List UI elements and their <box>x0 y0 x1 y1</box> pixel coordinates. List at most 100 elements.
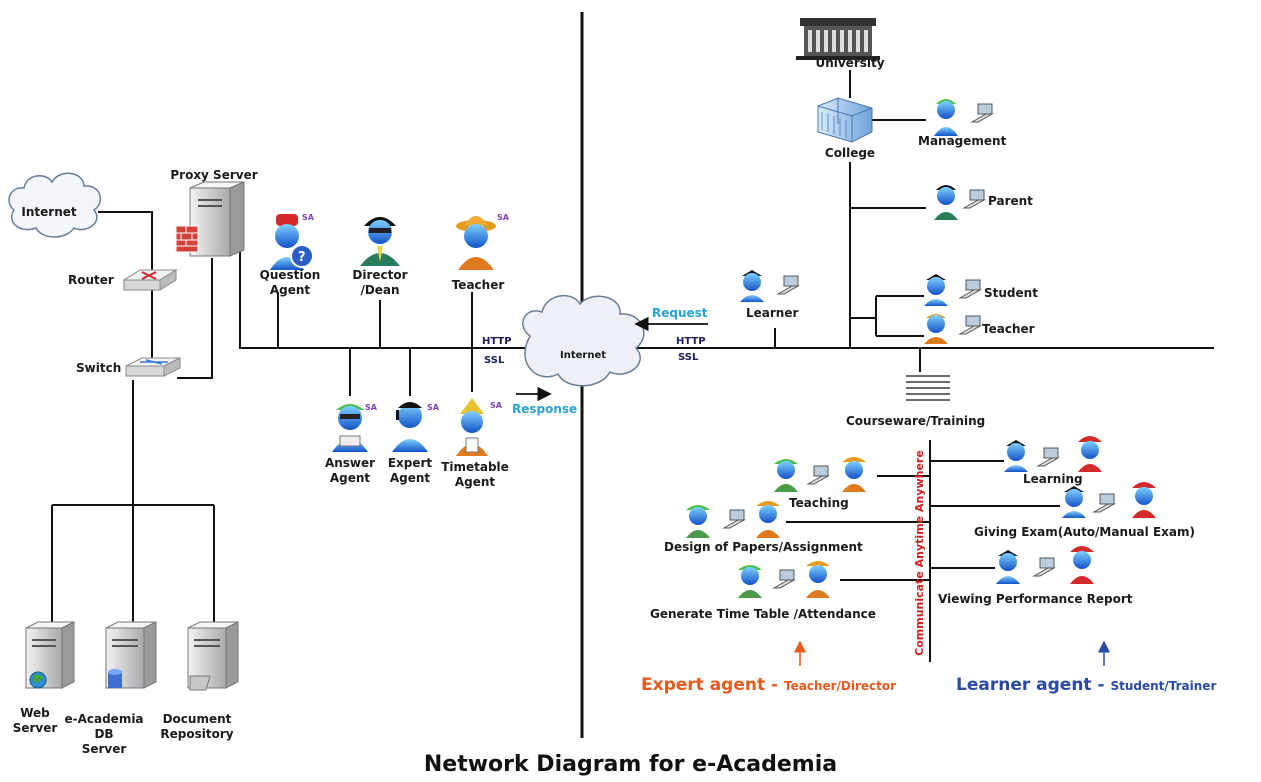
db-server-line2: DB <box>94 727 114 741</box>
db-server-line3: Server <box>81 742 127 756</box>
ssl-left-label: SSL <box>484 355 505 366</box>
diagram-title: Network Diagram for e-Academia <box>423 752 838 777</box>
timetable-agent-label: Timetable Agent <box>436 460 514 490</box>
teacher-person-icon <box>924 314 948 344</box>
learner-person-icon <box>740 270 764 302</box>
university-building-icon <box>796 18 880 60</box>
proxy-server-icon <box>175 181 245 257</box>
timetable-agent-icon <box>456 398 488 456</box>
learner-agent-legend: Learner agent - Student/Trainer <box>956 675 1217 695</box>
web-server-line2: Server <box>12 721 58 735</box>
doc-repo-line1: Document <box>162 712 232 726</box>
director-line2: /Dean <box>360 283 400 297</box>
doc-repo-line2: Repository <box>160 727 234 741</box>
communicate-vertical-label: Communicate Anytime Anywhere <box>913 450 926 656</box>
courseware-label: Courseware/Training <box>846 414 986 428</box>
internet-cloud-left-icon <box>8 172 102 238</box>
web-server-label: Web Server <box>0 706 70 736</box>
question-agent-line1: Question <box>259 268 321 282</box>
learning-group-icon <box>1004 436 1102 472</box>
student-laptop-icon <box>958 279 982 299</box>
management-label: Management <box>918 134 1007 148</box>
parent-laptop-icon <box>962 189 986 209</box>
right-wiring <box>774 70 1060 662</box>
teacher-agent-icon <box>456 216 496 270</box>
teacher-right-label: Teacher <box>982 322 1035 336</box>
management-laptop-icon <box>970 103 994 123</box>
teaching-label: Teaching <box>789 496 849 510</box>
internet-left-label: Internet <box>21 205 77 219</box>
learner-agent-title: Learner agent - <box>956 675 1111 695</box>
proxy-server-label: Proxy Server <box>170 168 258 182</box>
question-agent-icon: ? <box>270 214 314 270</box>
http-right-label: HTTP <box>676 336 706 347</box>
timetable-agent-line1: Timetable <box>441 460 509 474</box>
learner-laptop-icon <box>776 275 800 295</box>
internet-cloud-center-icon <box>522 294 645 387</box>
generate-group-icon <box>738 561 830 598</box>
management-person-icon <box>934 99 958 136</box>
question-agent-line2: Agent <box>269 283 311 297</box>
db-server-line1: e-Academia <box>64 712 144 726</box>
parent-person-icon <box>934 185 958 220</box>
answer-agent-line2: Agent <box>329 471 371 485</box>
sa-badge-expert: SA <box>427 403 439 412</box>
left-wiring <box>51 211 1214 622</box>
http-left-label: HTTP <box>482 336 512 347</box>
generate-timetable-label: Generate Time Table /Attendance <box>650 607 876 621</box>
expert-agent-icon <box>392 402 428 452</box>
student-person-icon <box>924 274 948 306</box>
response-label: Response <box>512 402 578 416</box>
director-line1: Director <box>352 268 408 282</box>
learner-agent-roles: Student/Trainer <box>1110 679 1217 693</box>
university-label: University <box>815 56 885 70</box>
internet-center-label: Internet <box>559 350 606 361</box>
db-server-label: e-Academia DB Server <box>62 712 146 757</box>
learner-label: Learner <box>746 306 799 320</box>
director-dean-label: Director /Dean <box>340 268 420 298</box>
student-label: Student <box>984 286 1038 300</box>
giving-exam-label: Giving Exam(Auto/Manual Exam) <box>974 525 1195 539</box>
router-label: Router <box>68 273 114 287</box>
answer-agent-icon <box>332 404 368 452</box>
timetable-agent-line2: Agent <box>454 475 496 489</box>
college-building-icon <box>817 97 873 143</box>
expert-agent-label: Expert Agent <box>380 456 440 486</box>
parent-label: Parent <box>988 194 1033 208</box>
teacher-laptop-icon <box>958 315 982 335</box>
switch-icon <box>125 357 181 377</box>
design-group-icon <box>686 501 780 538</box>
expert-agent-legend: Expert agent - Teacher/Director <box>641 675 897 695</box>
answer-agent-line1: Answer <box>324 456 376 470</box>
viewing-group-icon <box>996 546 1094 584</box>
learning-label: Learning <box>1023 472 1083 486</box>
sa-badge-answer: SA <box>365 403 377 412</box>
viewing-performance-label: Viewing Performance Report <box>938 592 1133 606</box>
db-server-icon <box>105 621 157 689</box>
sa-badge-question: SA <box>302 213 314 222</box>
question-agent-label: Question Agent <box>250 268 330 298</box>
web-server-icon <box>25 621 75 689</box>
courseware-stack-icon <box>906 375 950 401</box>
expert-agent-roles: Teacher/Director <box>784 679 897 693</box>
design-papers-label: Design of Papers/Assignment <box>664 540 863 554</box>
request-label: Request <box>652 306 708 320</box>
web-server-line1: Web <box>20 706 50 720</box>
document-repository-label: Document Repository <box>152 712 242 742</box>
expert-agent-line2: Agent <box>389 471 431 485</box>
sa-badge-teacher: SA <box>497 213 509 222</box>
document-repository-icon <box>187 621 239 691</box>
expert-agent-title: Expert agent - <box>641 675 784 695</box>
router-icon <box>122 269 178 291</box>
ssl-right-label: SSL <box>678 352 699 363</box>
answer-agent-label: Answer Agent <box>318 456 382 486</box>
college-label: College <box>824 146 876 160</box>
expert-agent-line1: Expert <box>387 456 433 470</box>
teaching-group-icon <box>774 457 866 492</box>
switch-label: Switch <box>76 361 122 375</box>
sa-badge-timetable: SA <box>490 401 502 410</box>
teacher-agent-label: Teacher <box>451 278 505 292</box>
svg-text:?: ? <box>298 250 306 265</box>
director-dean-icon <box>360 217 400 266</box>
